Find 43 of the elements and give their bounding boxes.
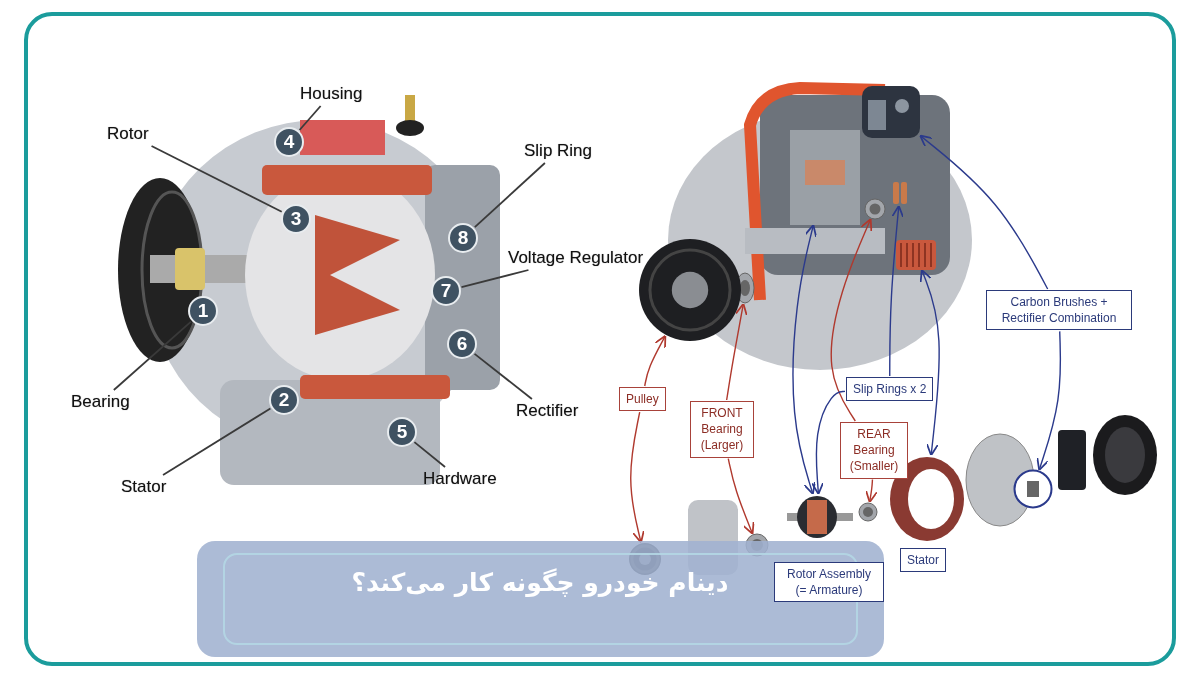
bearing-drawing [864, 198, 886, 220]
arrow [644, 334, 667, 387]
rotor-drawing [785, 494, 855, 540]
stator-coil-drawing [896, 240, 936, 270]
leader-line [150, 145, 283, 213]
part-label: Hardware [421, 468, 499, 490]
part-label: Rectifier [514, 400, 581, 422]
brush-holder-drawing [862, 86, 920, 138]
part-label-box: FRONT Bearing (Larger) [690, 401, 754, 458]
arrow [889, 205, 905, 377]
part-label-box: REAR Bearing (Smaller) [840, 422, 908, 479]
part-label-box: Rotor Assembly (= Armature) [774, 562, 884, 603]
leader-line [473, 353, 533, 400]
double-arrow [919, 269, 940, 457]
part-label: Voltage Regulator [506, 247, 646, 269]
leader-line [162, 407, 272, 476]
arrow [727, 457, 755, 535]
arrow [865, 478, 878, 504]
leader-line [460, 269, 530, 288]
arrow [811, 390, 846, 495]
arrow [830, 218, 873, 422]
bearing-drawing [858, 502, 878, 522]
part-label: Rotor [105, 123, 151, 145]
arrow [630, 411, 645, 544]
leader-line [112, 320, 192, 391]
leader-line [298, 105, 322, 131]
part-label: Housing [298, 83, 365, 105]
title: دینام خودرو چگونه کار می‌کند؟ [350, 568, 730, 597]
rotor-drawing [790, 130, 860, 225]
double-arrow [792, 224, 817, 495]
slip-rings-drawing [890, 180, 910, 206]
part-label-box: Pulley [619, 387, 666, 412]
leader-line [473, 162, 546, 229]
part-label-box: Carbon Brushes + Rectifier Combination [986, 290, 1132, 331]
arrow [1036, 330, 1062, 471]
arrow [919, 134, 1049, 290]
part-label-box: Stator [900, 548, 946, 573]
part-label: Slip Ring [522, 140, 595, 162]
arrow [725, 302, 748, 401]
part-label: Bearing [69, 391, 132, 413]
highlight-circle [1013, 469, 1053, 509]
part-label: Stator [119, 476, 169, 498]
part-label-box: Slip Rings x 2 [846, 377, 934, 402]
